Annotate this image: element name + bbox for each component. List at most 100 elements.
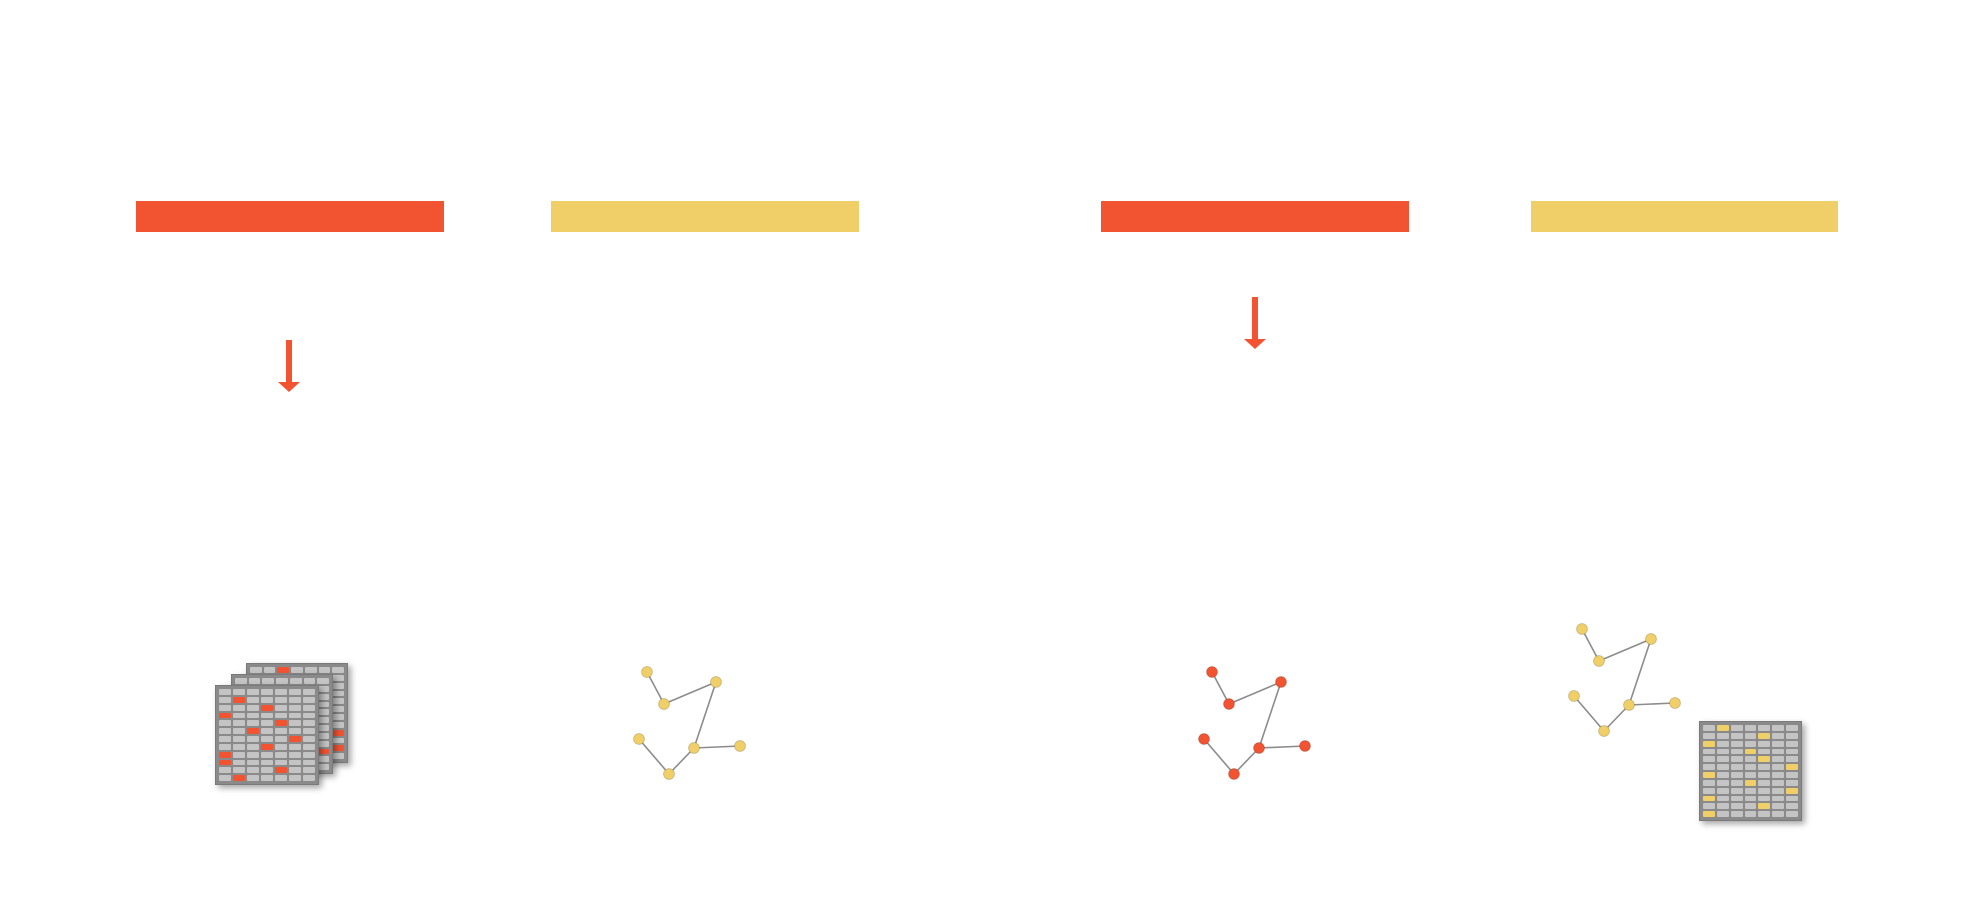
graph-edge (693, 745, 741, 749)
matrix-cell (1744, 732, 1757, 739)
matrix-cell (233, 775, 245, 781)
matrix-cell (1744, 779, 1757, 786)
matrix-cell (219, 712, 231, 719)
matrix-cell (247, 759, 259, 766)
matrix-cell (317, 756, 329, 763)
matrix-cell (303, 767, 315, 774)
matrix-cell (1730, 772, 1743, 778)
matrix-cell (261, 704, 273, 711)
graph-edge (1258, 745, 1306, 749)
matrix-cell (1758, 756, 1771, 763)
matrix-cell (332, 729, 344, 736)
matrix-cell (1716, 740, 1729, 747)
matrix-cell (233, 751, 245, 758)
graph-edge (1603, 704, 1630, 732)
matrix-cell (1786, 787, 1798, 794)
matrix-cell (1758, 795, 1771, 802)
matrix-cell (1730, 779, 1743, 786)
graph-node (1275, 676, 1287, 688)
matrix-cell (247, 736, 259, 742)
matrix-cell (219, 751, 231, 758)
matrix-cell (289, 743, 301, 750)
matrix-cell (317, 693, 329, 700)
matrix-cell (219, 728, 231, 734)
graph-node (1669, 697, 1681, 709)
matrix-cell (303, 743, 315, 750)
matrix-cell (1703, 725, 1715, 731)
matrix-cell (1744, 795, 1757, 802)
down-arrow-icon (1244, 297, 1266, 349)
graph-edge (1211, 671, 1230, 705)
matrix-cell (275, 759, 287, 766)
matrix-cell (219, 767, 231, 774)
matrix-cell (303, 712, 315, 719)
matrix-cell (289, 767, 301, 774)
matrix-cell (1716, 803, 1729, 810)
matrix-cell (1744, 811, 1757, 817)
matrix-cell (275, 736, 287, 742)
matrix-cell (317, 678, 329, 684)
matrix-cell (1730, 748, 1743, 755)
matrix-cell (233, 712, 245, 719)
matrix-cell (332, 674, 344, 681)
matrix-cell (275, 704, 287, 711)
matrix-cell (289, 712, 301, 719)
matrix-cell (303, 720, 315, 727)
matrix-cell (262, 678, 275, 684)
matrix-cell (1716, 748, 1729, 755)
matrix-cell (247, 728, 259, 734)
matrix-cell (317, 725, 329, 731)
matrix-cell (1772, 756, 1785, 763)
matrix-cell (317, 685, 329, 692)
matrix-cell (1758, 740, 1771, 747)
column-3-header-bar (1101, 201, 1409, 232)
matrix-cell (332, 737, 344, 744)
matrix-cell (247, 751, 259, 758)
matrix-cell (303, 696, 315, 703)
matrix-cell (1744, 756, 1757, 763)
matrix-cell (289, 689, 301, 695)
graph-edge (1598, 638, 1652, 662)
matrix-cell (1772, 811, 1785, 817)
matrix-cell (1772, 795, 1785, 802)
matrix-cell (332, 690, 344, 697)
matrix-cell (1703, 787, 1715, 794)
matrix-cell (219, 720, 231, 727)
matrix-cell (261, 720, 273, 727)
matrix-cell (275, 728, 287, 734)
matrix-cell (1730, 756, 1743, 763)
graph-node (734, 740, 746, 752)
matrix-cell (289, 736, 301, 742)
matrix-cell (1716, 725, 1729, 731)
graph-node (1299, 740, 1311, 752)
graph-node (641, 666, 653, 678)
matrix-cell (303, 736, 315, 742)
matrix-cell (1758, 803, 1771, 810)
matrix-cell (247, 704, 259, 711)
matrix-cell (1730, 732, 1743, 739)
graph-icon (633, 666, 746, 780)
column-1-header-bar (136, 201, 444, 232)
matrix-cell (261, 712, 273, 719)
matrix-cell (1716, 795, 1729, 802)
matrix-cell (303, 775, 315, 781)
matrix-cell (1703, 795, 1715, 802)
matrix-cell (1786, 795, 1798, 802)
matrix-cell (233, 704, 245, 711)
matrix-cell (1758, 732, 1771, 739)
graph-icon (1568, 623, 1681, 737)
matrix-cell (247, 775, 259, 781)
matrix-cell (317, 732, 329, 739)
matrix-cell (277, 667, 290, 673)
graph-edge (1581, 628, 1600, 662)
graph-node (633, 733, 645, 745)
matrix-cell (233, 759, 245, 766)
matrix-cell (233, 743, 245, 750)
matrix-cell (1703, 811, 1715, 817)
matrix-cell (261, 751, 273, 758)
graph-node (1223, 698, 1235, 710)
matrix-cell (1772, 772, 1785, 778)
matrix-cell (317, 748, 329, 755)
matrix-cell (1716, 764, 1729, 770)
matrix-cell (1703, 740, 1715, 747)
